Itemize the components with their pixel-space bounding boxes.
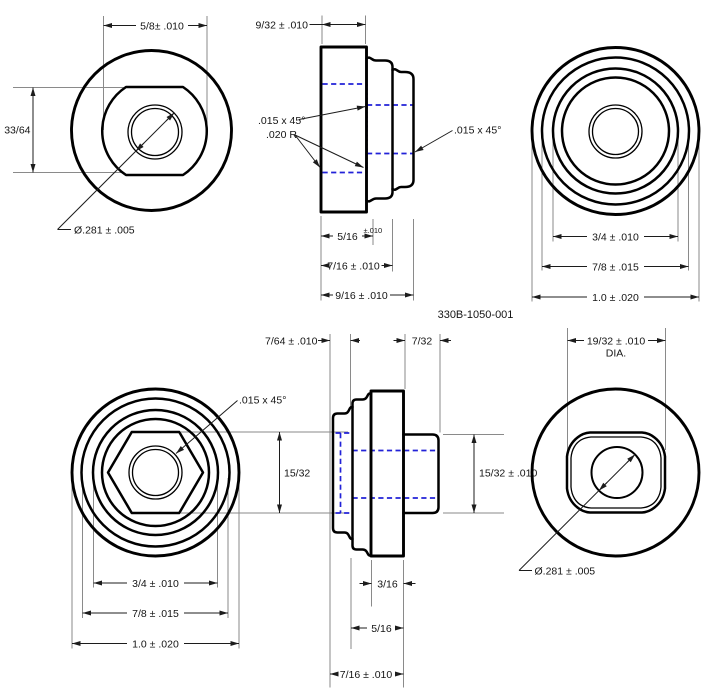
dim-diameter-1-0: 1.0 ± .020 [132, 638, 179, 650]
step-circle-3-4 [91, 408, 220, 537]
outer-diameter-circle [70, 49, 233, 212]
outer-diameter-circle [530, 387, 701, 558]
label-chamfer: .015 x 45° [239, 395, 286, 407]
dim-diameter-3-4: 3/4 ± .010 [132, 578, 179, 590]
hex-socket-outline [106, 430, 205, 515]
hole-chamfer-circle [127, 104, 183, 160]
section-view-bottom: 7/64 ± .010 7/32 15/32 ± .010 3/16 5/16 … [265, 334, 537, 688]
dim-boss-diameter-15-32: 15/32 ± .010 [479, 467, 537, 479]
dim-flange-length-3-16: 3/16 [377, 578, 398, 590]
part-number: 330B-1050-001 [438, 309, 514, 321]
hole-circle [130, 107, 180, 157]
dim-diameter-3-4: 3/4 ± .010 [592, 231, 639, 243]
dim-diameter-7-8: 7/8 ± .015 [592, 261, 639, 273]
hole-circle [131, 448, 180, 497]
outer-diameter-circle [530, 46, 701, 216]
dim-length-9-16: 9/16 ± .010 [335, 290, 388, 302]
hole-circle [591, 107, 640, 156]
step-circle-7-8 [540, 56, 691, 206]
dim-height-33-64: 33/64 [4, 125, 30, 137]
dim-hole-diameter: Ø.281 ± .005 [74, 225, 135, 237]
chamfer-circle [100, 417, 211, 528]
dim-length-5-16: 5/16 [371, 623, 392, 635]
step-circle-3-4 [551, 67, 680, 195]
dim-diameter-1-0: 1.0 ± .020 [592, 292, 639, 304]
dim-length-5-16-tolerance: ±.010 [364, 226, 383, 235]
step3-outline [331, 405, 354, 541]
back-view-bottom: 19/32 ± .010 DIA. Ø.281 ± .005 [518, 328, 701, 578]
step2-outline [351, 392, 373, 557]
outer-diameter-circle [70, 387, 241, 558]
boss-chamfer-outline [570, 436, 662, 509]
boss-outline [402, 433, 440, 515]
step3-outline [391, 68, 415, 191]
dim-hex-across-flats: 15/32 [284, 468, 310, 480]
hole-chamfer-circle [128, 445, 183, 500]
double-flat-boss-outline [100, 85, 209, 177]
double-flat-boss-outline [565, 431, 667, 514]
flange-outline [319, 45, 368, 214]
flange-outline [369, 389, 405, 558]
dim-length-7-16: 7/16 ± .010 [327, 260, 380, 272]
step-circle-7-8 [80, 397, 231, 548]
chamfer-circle [560, 76, 671, 186]
dim-width-5-8: 5/8± .010 [140, 20, 184, 32]
dim-boss-diameter-19-32: 19/32 ± .010 [587, 335, 645, 347]
dim-hole-diameter: Ø.281 ± .005 [535, 566, 596, 578]
back-view-top: 3/4 ± .010 7/8 ± .015 1.0 ± .020 [530, 46, 701, 304]
dim-length-7-16: 7/16 ± .010 [340, 669, 393, 681]
dim-boss-length-9-32: 9/32 ± .010 [256, 19, 309, 31]
label-chamfer-right: .015 x 45° [454, 125, 501, 137]
front-view-bottom: .015 x 45° 15/32 3/4 ± .010 7/8 ± .015 1… [70, 387, 348, 650]
dim-diameter-7-8: 7/8 ± .015 [132, 608, 179, 620]
label-chamfer-left: .015 x 45° [258, 115, 305, 127]
dim-length-5-16: 5/16 [337, 231, 358, 243]
hole-chamfer-circle [588, 104, 643, 159]
front-view-top: 5/8± .010 33/64 Ø.281 ± .005 [4, 16, 233, 237]
dim-dia-suffix: DIA. [606, 348, 626, 360]
section-view-top: 9/32 ± .010 .015 x 45° .020 R .015 x 45°… [256, 15, 501, 302]
hole-circle [590, 446, 644, 499]
label-fillet-radius: .020 R [266, 129, 297, 141]
step2-outline [365, 56, 394, 203]
dim-boss-length-7-32: 7/32 [412, 335, 433, 347]
dim-socket-depth-7-64: 7/64 ± .010 [265, 335, 318, 347]
